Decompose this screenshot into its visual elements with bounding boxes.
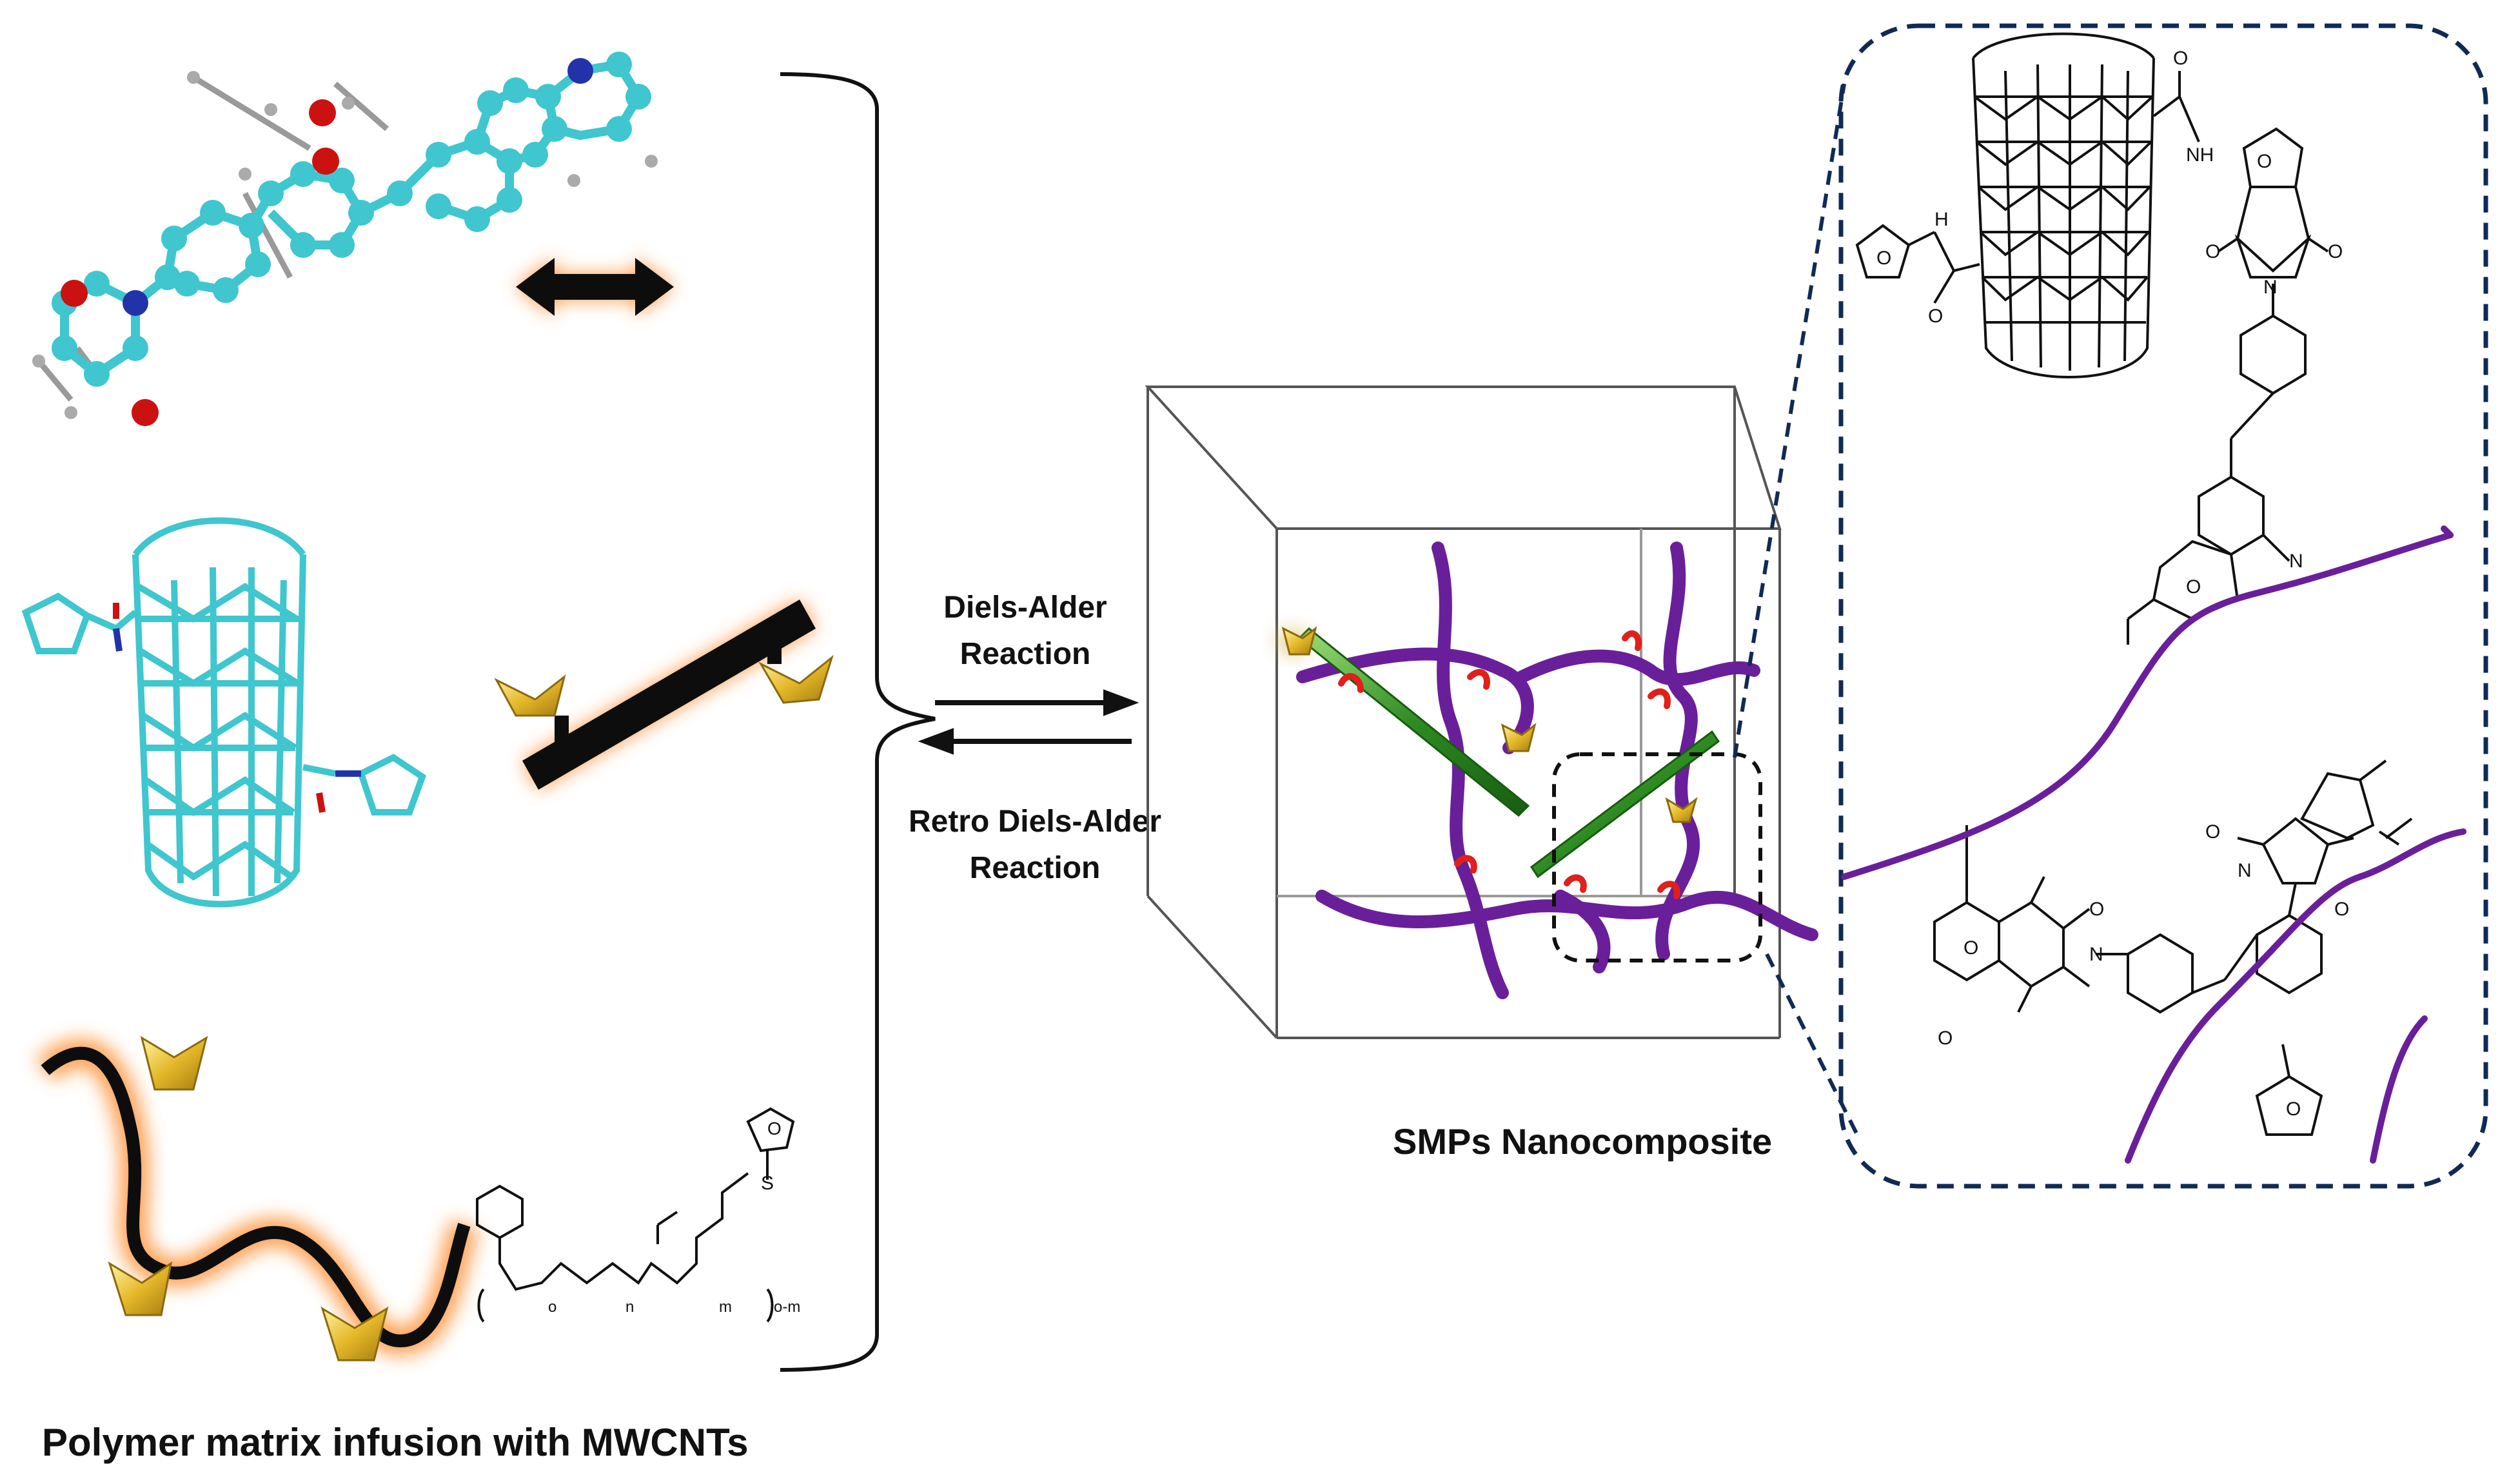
subscript-d: o-m xyxy=(774,1298,800,1316)
atom-n-imide: N xyxy=(2263,277,2278,298)
atom-o-right-bottom: O xyxy=(2334,899,2349,920)
cnt-furan-groups xyxy=(21,592,427,815)
atom-h-amide: H xyxy=(1934,209,1949,230)
subscript-c: m xyxy=(719,1298,732,1316)
mwcnt-cartoon xyxy=(494,600,834,790)
retro-diels-alder-label-line2: Reaction xyxy=(970,851,1101,885)
atom-o-imide-right: O xyxy=(2328,241,2343,262)
subscript-b: n xyxy=(625,1298,634,1316)
atom-o-furan-left: O xyxy=(1876,248,1891,269)
atom-o-lower-bottom: O xyxy=(1938,1028,1953,1049)
atom-n-right: N xyxy=(2238,860,2252,881)
polymer-furan-oxygen: O xyxy=(767,1118,782,1138)
atom-o-furan-bottom: O xyxy=(2286,1098,2301,1120)
bismaleimide-molecule-model xyxy=(32,52,658,426)
atom-n-lower: N xyxy=(2089,944,2103,965)
atom-o-lower-top: O xyxy=(2089,899,2104,920)
detail-cnt-structure xyxy=(1972,32,2155,378)
atom-o-bridge-lower: O xyxy=(1964,937,1978,959)
furan-polymer-structure xyxy=(476,1107,795,1323)
detail-atom-labels: NH O O O O N N O O H O O O N O O N O O xyxy=(1876,48,2349,1120)
atom-nh: NH xyxy=(2186,144,2214,166)
zoomed-detail-panel xyxy=(1838,23,2488,1189)
crosslinker-symbol xyxy=(516,258,674,316)
reversible-reaction-arrows xyxy=(918,689,1139,755)
functionalized-mwcnt-model xyxy=(132,517,306,908)
detail-polymer-chains xyxy=(1841,525,2466,1164)
nanocomposite-cube xyxy=(1145,386,1782,1039)
atom-o-right-top: O xyxy=(2205,821,2220,843)
atom-o-carbonyl: O xyxy=(1928,306,1943,327)
zoom-region xyxy=(1552,752,1762,962)
diels-alder-label-line2: Reaction xyxy=(960,637,1091,671)
diels-alder-label-line1: Diels-Alder xyxy=(943,591,1107,625)
atom-o-amide: O xyxy=(2173,48,2188,69)
atom-o-adduct: O xyxy=(2186,576,2201,598)
atom-o-imide-left: O xyxy=(2205,241,2220,262)
furan-polymer-cartoon xyxy=(35,1035,478,1362)
atom-n-amine: N xyxy=(2289,551,2303,572)
nanocomposite-label: SMPs Nanocomposite xyxy=(1393,1121,1772,1162)
sulfur-atom: S xyxy=(761,1173,774,1194)
zoom-callout-lines xyxy=(1733,83,1859,1136)
detail-chemical-structures xyxy=(1855,71,2413,1136)
grouping-bracket xyxy=(780,72,936,1372)
bottom-caption: Polymer matrix infusion with MWCNTs xyxy=(42,1421,749,1464)
crosslinked-network xyxy=(1275,542,1818,999)
atom-o-bridge: O xyxy=(2257,151,2272,172)
subscript-a: o xyxy=(548,1298,556,1316)
retro-diels-alder-label-line1: Retro Diels-Alder xyxy=(909,805,1161,839)
